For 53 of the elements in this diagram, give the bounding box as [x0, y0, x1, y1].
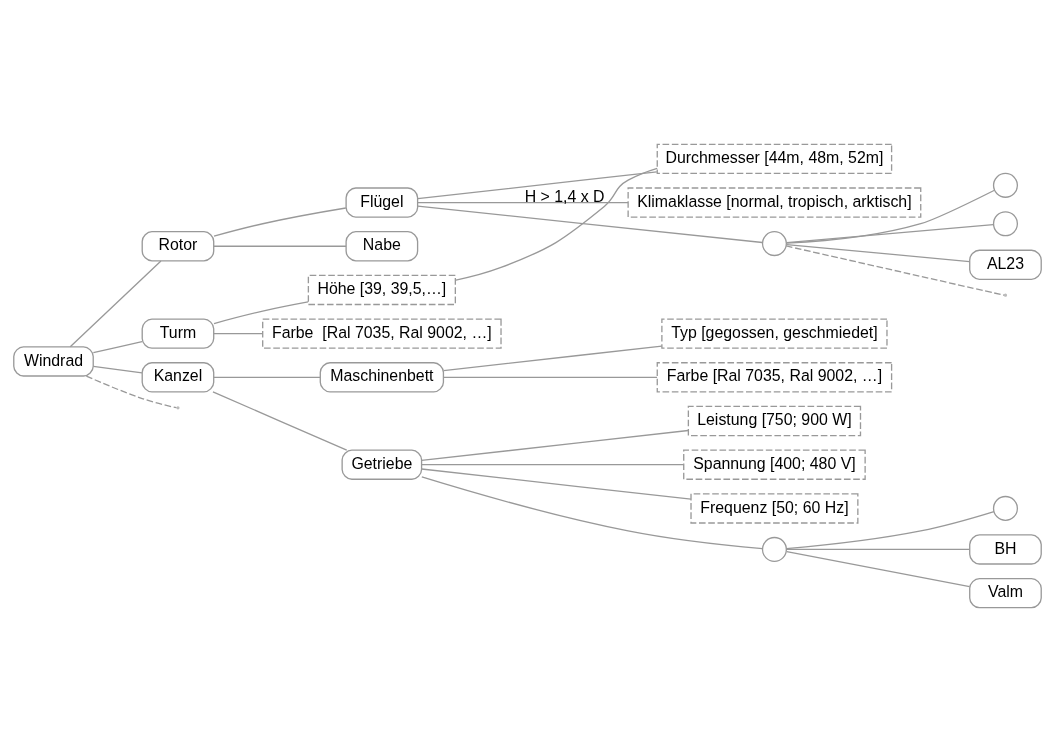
node-box: Nabe — [345, 230, 419, 261]
connector — [786, 548, 971, 550]
connector — [92, 340, 143, 353]
connector — [420, 467, 692, 500]
node-box: Höhe [39, 39,5,…] — [307, 274, 456, 305]
connector — [417, 201, 629, 203]
connector — [213, 206, 347, 237]
node-box: Leistung [750; 900 W] — [687, 405, 862, 436]
node-box: Typ [gegossen, geschmiedet] — [661, 317, 888, 349]
node-circle — [992, 210, 1019, 236]
node-box: Farbe [Ral 7035, Ral 9002, …] — [656, 361, 893, 393]
node-box: Turm — [141, 317, 215, 349]
node-box: AL23 — [969, 249, 1042, 280]
node-box: Durchmesser [44m, 48m, 52m] — [656, 143, 893, 174]
connector — [443, 376, 658, 378]
node-box: Rotor — [141, 230, 215, 261]
connector — [786, 550, 971, 587]
node-box: Getriebe — [341, 449, 423, 480]
node-box: Windrad — [13, 345, 94, 377]
connector — [420, 463, 685, 465]
connector — [786, 243, 971, 262]
connector — [212, 390, 348, 451]
connector — [213, 376, 321, 378]
node-box: Valm — [969, 577, 1042, 608]
connector — [421, 475, 764, 549]
connector — [92, 365, 143, 373]
connector — [785, 189, 996, 244]
connector — [213, 300, 309, 324]
connector — [785, 244, 1005, 296]
node-box: BH — [969, 533, 1042, 565]
connector — [417, 170, 658, 199]
edge-label: H > 1,4 x D — [524, 187, 605, 205]
connector — [213, 332, 264, 334]
node-circle — [761, 536, 787, 562]
connector — [85, 374, 178, 408]
node-circle — [992, 495, 1019, 521]
connector — [786, 223, 994, 243]
node-box: Kanzel — [141, 361, 215, 393]
connector — [69, 259, 162, 347]
node-box: Spannung [400; 480 V] — [683, 449, 866, 480]
node-circle — [992, 172, 1019, 198]
connector — [455, 167, 658, 281]
node-circle — [761, 230, 787, 256]
connector — [417, 205, 764, 243]
node-box: Frequenz [50; 60 Hz] — [690, 492, 859, 524]
connector — [420, 429, 689, 461]
node-box: Flügel — [345, 186, 419, 218]
node-box: Farbe [Ral 7035, Ral 9002, …] — [262, 317, 502, 349]
connector — [213, 245, 347, 247]
connector — [785, 510, 995, 549]
node-box: Maschinenbett — [319, 361, 445, 393]
connector — [443, 344, 663, 371]
node-box: Klimaklasse [normal, tropisch, arktisch] — [627, 186, 922, 218]
